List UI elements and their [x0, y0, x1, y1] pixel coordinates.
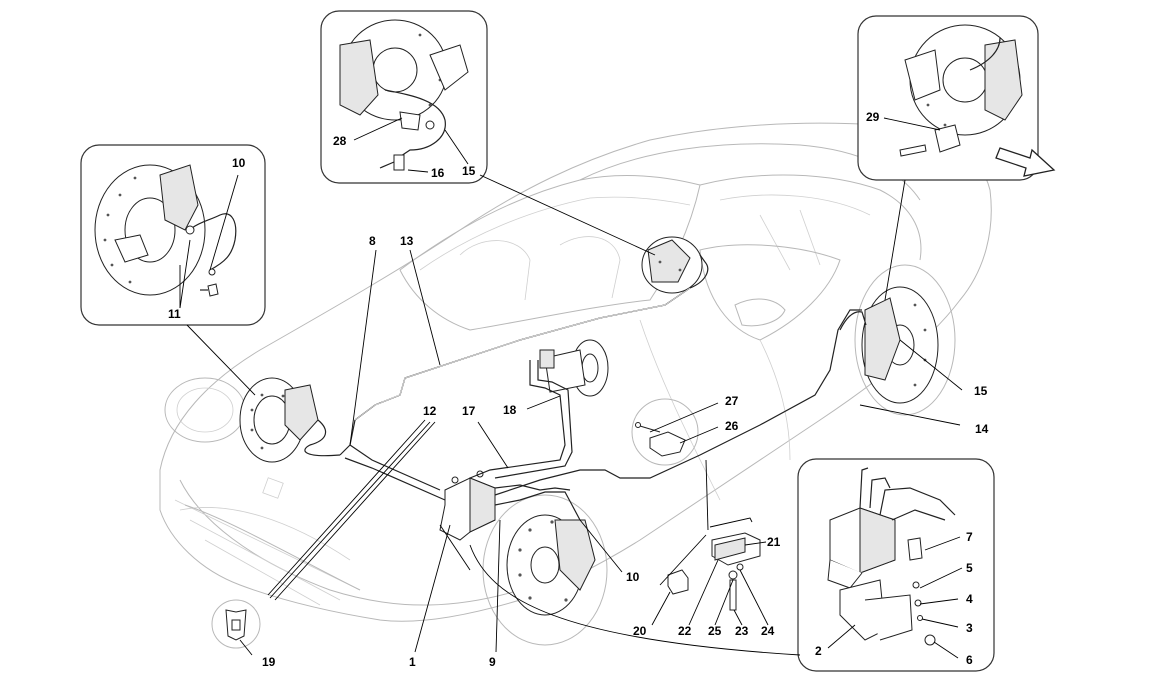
callout-16: 16: [431, 166, 445, 180]
callout-6: 6: [966, 653, 973, 667]
inset-abs-unit: [797, 458, 995, 672]
callout-26: 26: [725, 419, 739, 433]
callout-24: 24: [761, 624, 775, 638]
callout-25: 25: [708, 624, 722, 638]
clip-detail-19: [211, 599, 261, 649]
callout-7: 7: [966, 530, 973, 544]
rear-left-brake-disc: [641, 236, 703, 294]
callout-18: 18: [503, 403, 517, 417]
callout-21: 21: [767, 535, 781, 549]
callout-9: 9: [489, 655, 496, 669]
leader-lines: [179, 117, 963, 659]
inset-front-left-hub: [80, 144, 266, 326]
callout-3: 3: [966, 621, 973, 635]
callout-5: 5: [966, 561, 973, 575]
callout-13: 13: [400, 234, 414, 248]
callout-15-rear-right: 15: [974, 384, 988, 398]
callout-4: 4: [966, 592, 973, 606]
brake-pipes: [339, 254, 867, 521]
inset-rear-right-hub: [857, 15, 1039, 181]
callout-14: 14: [975, 422, 989, 436]
callout-29: 29: [866, 110, 880, 124]
callout-19: 19: [262, 655, 276, 669]
front-right-brake-disc: [482, 494, 608, 646]
parts-group-20-25: [667, 517, 761, 611]
inset-rear-left-hub: [320, 10, 488, 184]
car-body-outline: [159, 122, 992, 622]
callout-17: 17: [462, 404, 476, 418]
bracket-detail-26-27: [631, 398, 699, 466]
brake-booster: [539, 339, 609, 397]
rear-right-brake-disc: [861, 286, 939, 404]
callout-22: 22: [678, 624, 692, 638]
callout-20: 20: [633, 624, 647, 638]
callout-labels: 1 2 3 4 5 6 7 8 9 10 10 11 12 13 14 15 1…: [168, 110, 989, 669]
direction-arrow-icon: [995, 147, 1056, 177]
callout-10-front-right: 10: [626, 570, 640, 584]
callout-2: 2: [815, 644, 822, 658]
front-left-brake-disc: [239, 377, 341, 463]
callout-1: 1: [409, 655, 416, 669]
callout-10-front-left: 10: [232, 156, 246, 170]
callout-28: 28: [333, 134, 347, 148]
callout-27: 27: [725, 394, 739, 408]
callout-11: 11: [168, 307, 181, 321]
callout-8: 8: [369, 234, 376, 248]
callout-12: 12: [423, 404, 437, 418]
callout-15-rear-left: 15: [462, 164, 476, 178]
abs-unit: [439, 470, 496, 541]
callout-23: 23: [735, 624, 749, 638]
